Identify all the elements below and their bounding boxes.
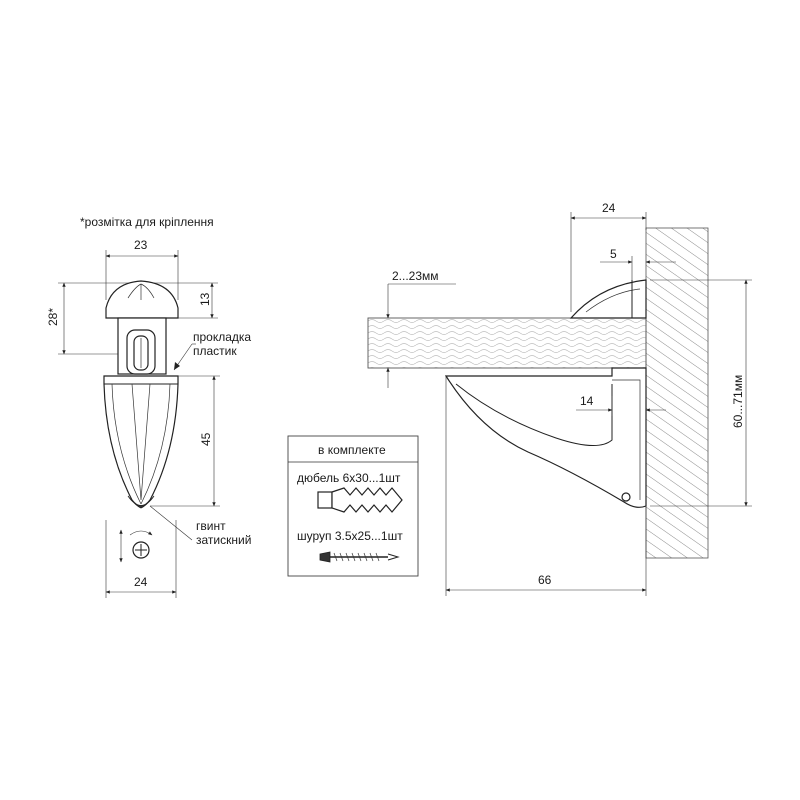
gasket-label-line1: прокладка xyxy=(193,330,251,344)
front-view: *розмітка для кріплення 23 28* 13 xyxy=(46,215,251,598)
stem xyxy=(117,317,167,375)
screw-label-line2: затискний xyxy=(196,533,251,547)
dimension-top-label: 24 xyxy=(602,201,616,215)
gasket-callout: прокладка пластик xyxy=(173,330,251,371)
dimension-width-top-label: 23 xyxy=(134,238,148,252)
dimension-body-height-label: 45 xyxy=(199,432,213,446)
dowel-icon xyxy=(317,487,403,513)
side-view: 24 5 2...23мм 14 60...71мм xyxy=(367,201,752,596)
marking-note: *розмітка для кріплення xyxy=(80,215,214,229)
kit-box: в комплекте дюбель 6x30...1шт шуруп 3.5x… xyxy=(287,435,419,577)
kit-item-screw: шуруп 3.5x25...1шт xyxy=(297,529,403,543)
bottom-view: 24 xyxy=(105,520,177,598)
top-clamp xyxy=(569,279,647,319)
kit-box-title: в комплекте xyxy=(318,443,386,457)
kit-item-dowel: дюбель 6x30...1шт xyxy=(297,471,401,485)
wall xyxy=(645,227,709,559)
bracket-body xyxy=(103,375,179,509)
dimension-width-top: 23 xyxy=(105,238,179,300)
dimension-depth-label: 66 xyxy=(538,573,552,587)
screw-icon xyxy=(319,551,400,563)
dimension-body-height: 45 xyxy=(150,375,220,507)
dimension-height-label: 60...71мм xyxy=(731,375,745,428)
dimension-thickness-label: 2...23мм xyxy=(392,269,439,283)
dimension-marking-label: 28* xyxy=(46,308,60,326)
dimension-thickness: 2...23мм xyxy=(386,269,456,388)
gasket-label-line2: пластик xyxy=(193,344,237,358)
dimension-lip: 5 xyxy=(600,247,676,280)
dimension-depth: 66 xyxy=(445,376,647,596)
dimension-back-label: 14 xyxy=(580,394,594,408)
dimension-top: 24 xyxy=(570,201,647,312)
lower-bracket xyxy=(444,367,647,508)
dimension-lip-label: 5 xyxy=(610,247,617,261)
dimension-cap-height: 13 xyxy=(150,282,218,319)
dimension-back: 14 xyxy=(576,394,666,416)
screw-callout: гвинт затискний xyxy=(149,505,251,547)
dimension-height: 60...71мм xyxy=(650,279,752,507)
cap-shape xyxy=(105,280,179,319)
shelf-board xyxy=(367,317,647,369)
dimension-width-bottom-label: 24 xyxy=(134,575,148,589)
screw-label-line1: гвинт xyxy=(196,519,226,533)
dimension-cap-height-label: 13 xyxy=(198,292,212,306)
